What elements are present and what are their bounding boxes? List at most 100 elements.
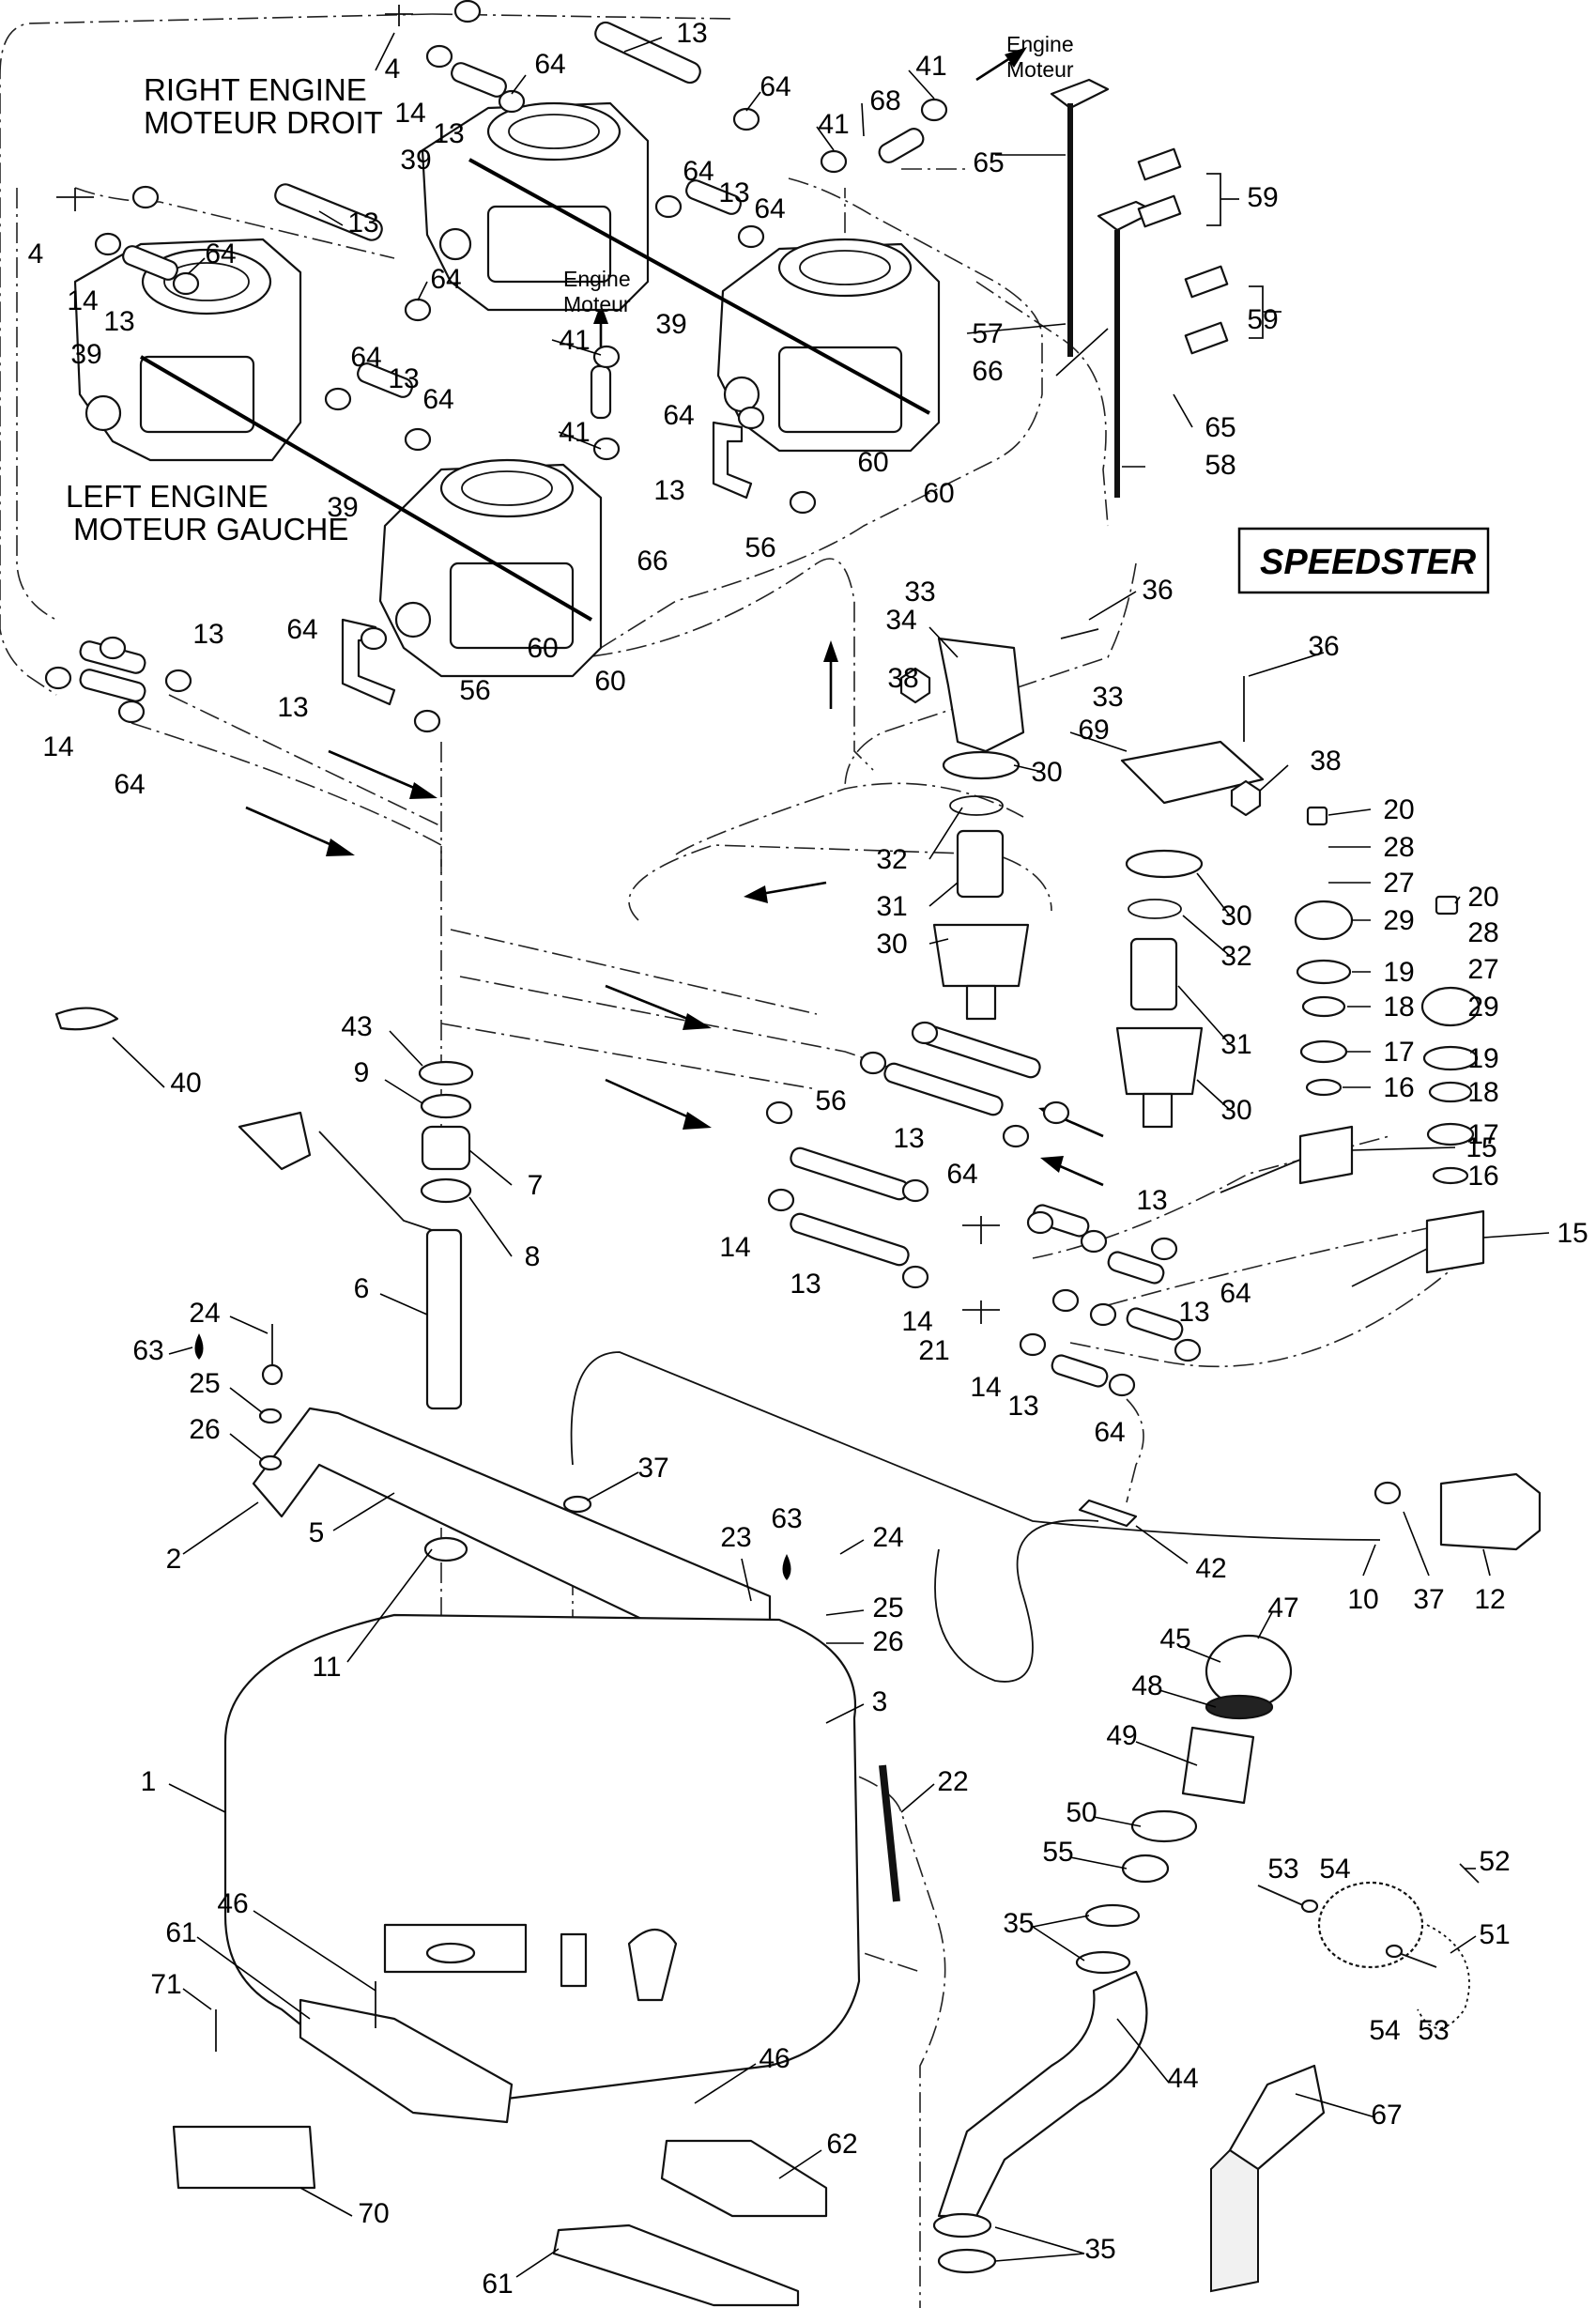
callout-2: 2 — [166, 1544, 182, 1575]
callout-64: 64 — [350, 342, 381, 373]
callout-19: 19 — [1467, 1043, 1498, 1074]
filter-brackets — [899, 628, 1265, 817]
callout-39: 39 — [327, 492, 358, 523]
callout-29: 29 — [1467, 992, 1498, 1023]
carburetor-left-front — [378, 458, 603, 678]
fuel-filter-right — [1115, 849, 1204, 1129]
callout-38: 38 — [887, 663, 918, 694]
callout-47: 47 — [1267, 1593, 1298, 1623]
callout-50: 50 — [1066, 1797, 1097, 1828]
fuel-tank — [223, 1536, 861, 2107]
fuel-pickup-assembly — [54, 1007, 474, 1410]
flow-direction-arrows — [245, 47, 1104, 1187]
callout-60: 60 — [923, 478, 954, 509]
callout-67: 67 — [1371, 2100, 1402, 2131]
callout-70: 70 — [358, 2198, 389, 2229]
callout-45: 45 — [1159, 1623, 1190, 1654]
callout-37: 37 — [637, 1453, 668, 1484]
callout-13: 13 — [192, 619, 223, 650]
callout-56: 56 — [744, 532, 775, 563]
callout-14: 14 — [970, 1372, 1001, 1403]
callout-11: 11 — [312, 1652, 341, 1683]
carburetor-right-rear — [421, 101, 650, 312]
callout-40: 40 — [170, 1068, 201, 1099]
callout-18: 18 — [1467, 1077, 1498, 1108]
callout-54: 54 — [1319, 1854, 1350, 1885]
callout-15: 15 — [1466, 1132, 1496, 1163]
callout-33: 33 — [904, 577, 935, 608]
callout-35: 35 — [1003, 1908, 1034, 1939]
callout-10: 10 — [1347, 1584, 1378, 1615]
callout-20: 20 — [1467, 882, 1498, 913]
callout-24: 24 — [872, 1522, 903, 1553]
callout-13: 13 — [1136, 1185, 1167, 1216]
callout-48: 48 — [1131, 1670, 1162, 1701]
drop-icon — [194, 1333, 204, 1360]
callout-35: 35 — [1084, 2234, 1115, 2265]
callout-30: 30 — [1220, 900, 1251, 931]
callout-13: 13 — [1007, 1391, 1038, 1422]
callout-57: 57 — [972, 318, 1003, 349]
callout-64: 64 — [286, 614, 317, 645]
callout-9: 9 — [354, 1057, 370, 1088]
callout-27: 27 — [1467, 954, 1498, 985]
callout-24: 24 — [189, 1298, 220, 1329]
callout-14: 14 — [901, 1306, 932, 1337]
callout-64: 64 — [760, 71, 790, 102]
callout-59: 59 — [1247, 304, 1278, 335]
callout-39: 39 — [655, 309, 686, 340]
callout-64: 64 — [754, 193, 785, 224]
callout-13: 13 — [790, 1269, 821, 1300]
callout-56: 56 — [459, 675, 490, 706]
callout-61: 61 — [482, 2269, 513, 2300]
fuel-filter-left — [932, 750, 1030, 1021]
callout-32: 32 — [876, 844, 907, 875]
callout-41: 41 — [818, 109, 849, 140]
callout-64: 64 — [946, 1159, 977, 1190]
leader-lines — [112, 32, 1550, 2278]
callout-33: 33 — [1092, 682, 1123, 713]
callout-59: 59 — [1247, 182, 1278, 213]
callout-64: 64 — [683, 156, 714, 187]
callout-16: 16 — [1467, 1161, 1498, 1192]
callout-39: 39 — [400, 145, 431, 176]
callout-12: 12 — [1474, 1584, 1505, 1615]
callout-30: 30 — [1031, 757, 1062, 788]
callout-38: 38 — [1310, 746, 1341, 777]
fuel-routing-lines — [0, 13, 1466, 2308]
callout-42: 42 — [1195, 1553, 1226, 1584]
left-engine-label-en: LEFT ENGINE — [66, 479, 269, 514]
callout-64: 64 — [205, 238, 236, 269]
callout-30: 30 — [876, 929, 907, 960]
callout-62: 62 — [826, 2129, 857, 2160]
callout-49: 49 — [1106, 1720, 1137, 1751]
callout-39: 39 — [70, 339, 101, 370]
threadlocker-icons — [194, 1333, 791, 1580]
callout-13: 13 — [347, 208, 378, 238]
callout-63: 63 — [771, 1503, 802, 1534]
callout-64: 64 — [1094, 1417, 1125, 1448]
callout-69: 69 — [1078, 715, 1109, 746]
callout-29: 29 — [1383, 905, 1414, 936]
callout-64: 64 — [534, 49, 565, 80]
callout-60: 60 — [594, 666, 625, 697]
callout-68: 68 — [869, 85, 900, 116]
to-engine-label-mid-en: Engine — [563, 267, 631, 291]
callout-41: 41 — [559, 325, 590, 356]
to-engine-label-top-en: Engine — [1006, 32, 1074, 56]
callout-31: 31 — [876, 891, 907, 922]
callout-44: 44 — [1167, 2063, 1198, 2094]
callout-25: 25 — [189, 1368, 220, 1399]
callout-21: 21 — [918, 1335, 949, 1366]
callout-23: 23 — [720, 1522, 751, 1553]
callout-13: 13 — [103, 306, 134, 337]
callout-46: 46 — [759, 2043, 790, 2074]
callout-3: 3 — [872, 1686, 888, 1717]
callout-22: 22 — [937, 1766, 968, 1797]
callout-51: 51 — [1479, 1919, 1510, 1950]
callout-46: 46 — [217, 1888, 248, 1919]
callout-13: 13 — [893, 1123, 924, 1154]
callout-13: 13 — [653, 475, 684, 506]
callout-56: 56 — [815, 1085, 846, 1116]
